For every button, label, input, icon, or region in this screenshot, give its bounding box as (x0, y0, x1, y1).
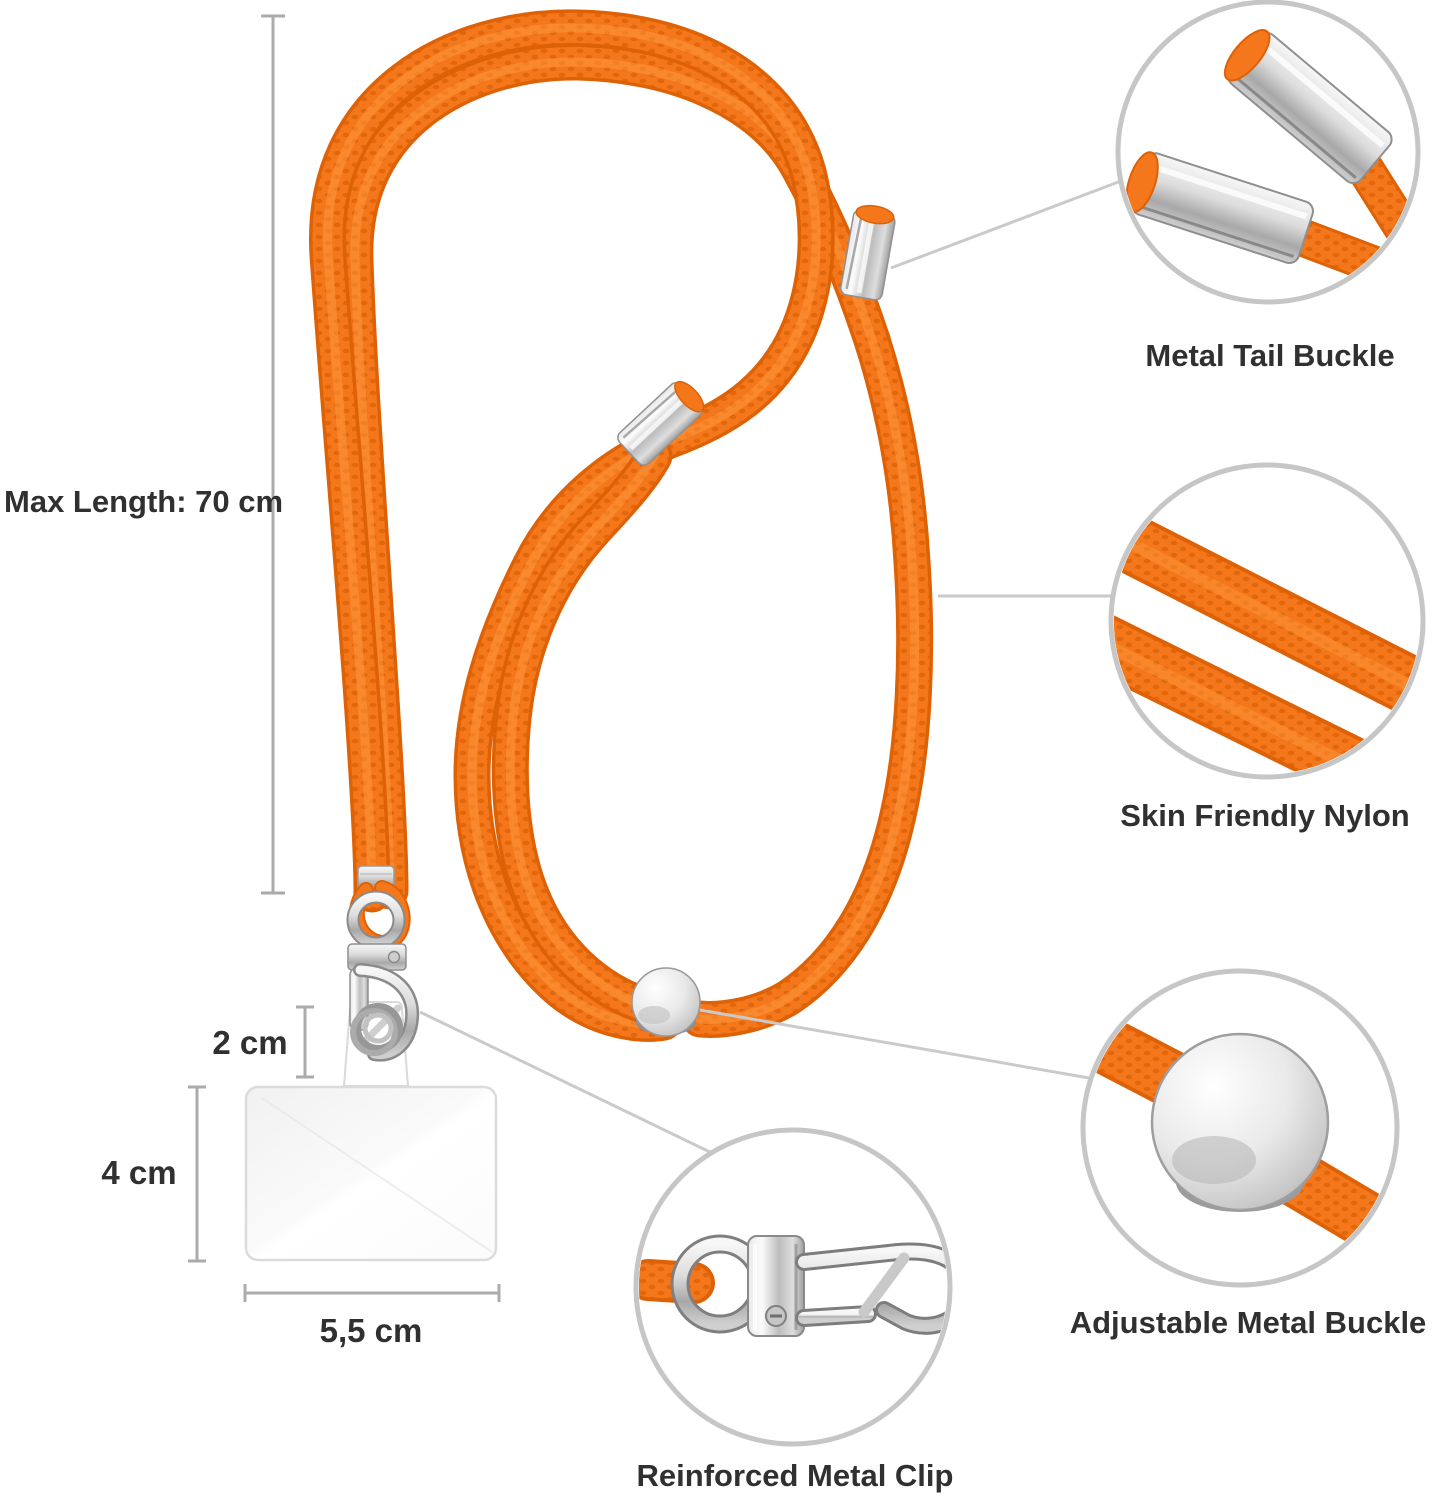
card-width-label: 5,5 cm (319, 1312, 423, 1349)
callout-circle-metal-tail-buckle (1115, 0, 1421, 305)
lanyard-cord (309, 9, 934, 1042)
callout-circle-reinforced-metal-clip (633, 1127, 953, 1447)
callout-circle-adjustable-metal-buckle (1080, 968, 1400, 1288)
callout-line-tail-buckle (890, 179, 1122, 270)
clip-height-label: 2 cm (212, 1024, 288, 1061)
dimension-clip-height-line (296, 1005, 314, 1079)
callout-label-adjustable-metal-buckle: Adjustable Metal Buckle (1069, 1305, 1427, 1340)
swivel-clasp (346, 865, 420, 1062)
card-height-label: 4 cm (101, 1154, 177, 1191)
metal-tail-buckle-tip-left (617, 380, 705, 466)
phone-tab-card (244, 1085, 498, 1262)
callout-lines (419, 179, 1122, 1156)
dimension-card-height-line (188, 1085, 206, 1263)
reinforced-metal-clip-icon (639, 1234, 947, 1337)
callout-label-reinforced-metal-clip: Reinforced Metal Clip (636, 1458, 954, 1493)
adjustable-buckle (631, 967, 701, 1037)
callout-label-skin-friendly-nylon: Skin Friendly Nylon (1120, 798, 1410, 833)
max-length-label: Max Length: 70 cm (4, 484, 284, 519)
dimension-lines (188, 14, 501, 1302)
dimension-card-width-line (243, 1284, 501, 1302)
dimension-max-length-line (261, 14, 285, 895)
callout-circle-skin-friendly-nylon (1108, 462, 1426, 780)
callout-line-metal-clip (419, 1010, 715, 1156)
callout-line-adjustable-buckle (699, 1008, 1090, 1080)
callout-label-metal-tail-buckle: Metal Tail Buckle (1145, 338, 1395, 373)
metal-tail-buckle-tip-right (840, 204, 896, 301)
